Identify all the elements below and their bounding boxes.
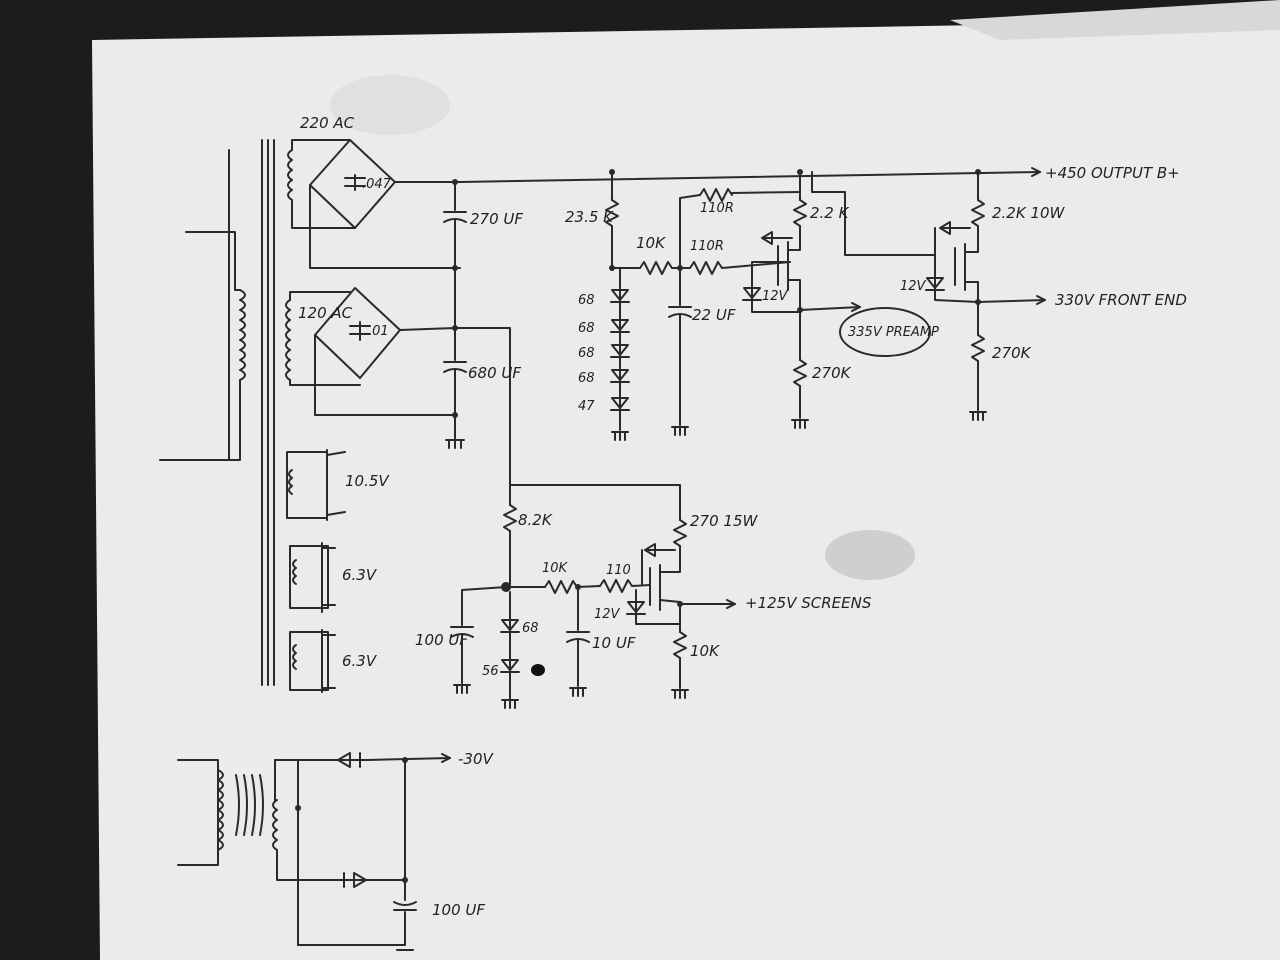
bias-supply (177, 752, 451, 951)
label-6v3-a: 6.3V (342, 566, 378, 584)
label-preamp: 335V PREAMP (848, 325, 939, 340)
label-cap-047: .047 (362, 177, 392, 192)
main-transformer (159, 139, 275, 686)
label-r-10k-mid: 10K (542, 561, 569, 576)
label-zener-68-1: 68 (578, 293, 595, 308)
paper-edge (950, 0, 1280, 40)
label-cap-100uf-b: 100 UF (432, 901, 485, 919)
cap-680uf (443, 329, 467, 449)
label-out-neg30: -30V (458, 750, 494, 768)
heater-6v3-b (289, 629, 336, 693)
label-zener-68-3: 68 (578, 346, 595, 361)
stain (330, 75, 450, 135)
label-cap-680uf: 680 UF (468, 364, 521, 382)
label-220ac: 220 AC (300, 114, 355, 132)
label-r-270-15w: 270 15W (690, 512, 758, 530)
paper-sheet (92, 20, 1280, 960)
label-6v3-b: 6.3V (342, 652, 378, 670)
label-r-10k-top: 10K (636, 234, 666, 252)
preamp-circle (839, 307, 931, 357)
label-r-110r-b: 110R (690, 239, 724, 254)
label-cap-270uf: 270 UF (470, 210, 523, 228)
label-zener-56: 56 (482, 664, 499, 679)
label-out-125: +125V SCREENS (745, 594, 872, 612)
screens-regulator (450, 484, 736, 709)
label-r-270k-b: 270K (992, 344, 1032, 362)
label-r-2-2k: 2.2 K (810, 204, 850, 222)
cap-270uf (443, 179, 467, 331)
label-out-450: +450 OUTPUT B+ (1045, 164, 1180, 182)
label-zener-47: 47 (578, 399, 595, 414)
label-120ac: 120 AC (298, 304, 353, 322)
heater-6v3-a (289, 542, 336, 613)
bridge-220 (287, 139, 1041, 269)
label-cap-100uf-a: 100 UF (415, 631, 468, 649)
label-zener-12v-b: 12V (900, 279, 927, 294)
stain (825, 530, 915, 580)
label-r-8-2k: 8.2K (518, 511, 553, 529)
shunt-zener-string (605, 169, 630, 441)
label-r-2-2k-10w: 2.2K 10W (992, 204, 1066, 222)
label-10v5: 10.5V (345, 472, 390, 490)
label-cap-22uf: 22 UF (692, 306, 736, 324)
label-r-110: 110 (606, 563, 631, 578)
label-r-10k-bot: 10K (690, 642, 720, 660)
label-zener-68-4: 68 (578, 371, 595, 386)
label-zener-12v-a: 12V (762, 289, 789, 304)
label-out-330: 330V FRONT END (1055, 291, 1187, 309)
label-cap-10uf: 10 UF (592, 634, 636, 652)
label-zener-68-2: 68 (578, 321, 595, 336)
heater-10v5 (286, 449, 346, 521)
label-r-270k-a: 270K (812, 364, 852, 382)
label-r-110r-a: 110R (700, 201, 734, 216)
reg-450-resistors (611, 188, 801, 436)
label-cap-01: .01 (368, 324, 389, 339)
mosfet-preamp-reg (742, 169, 936, 429)
bridge-120 (285, 287, 511, 486)
mosfet-frontend-reg (925, 169, 1046, 421)
ink-blot (531, 664, 545, 676)
label-r-23-5k: 23.5 K (565, 208, 614, 226)
label-zener-12v-c: 12V (594, 607, 621, 622)
label-zener-68-mid: 68 (522, 621, 539, 636)
